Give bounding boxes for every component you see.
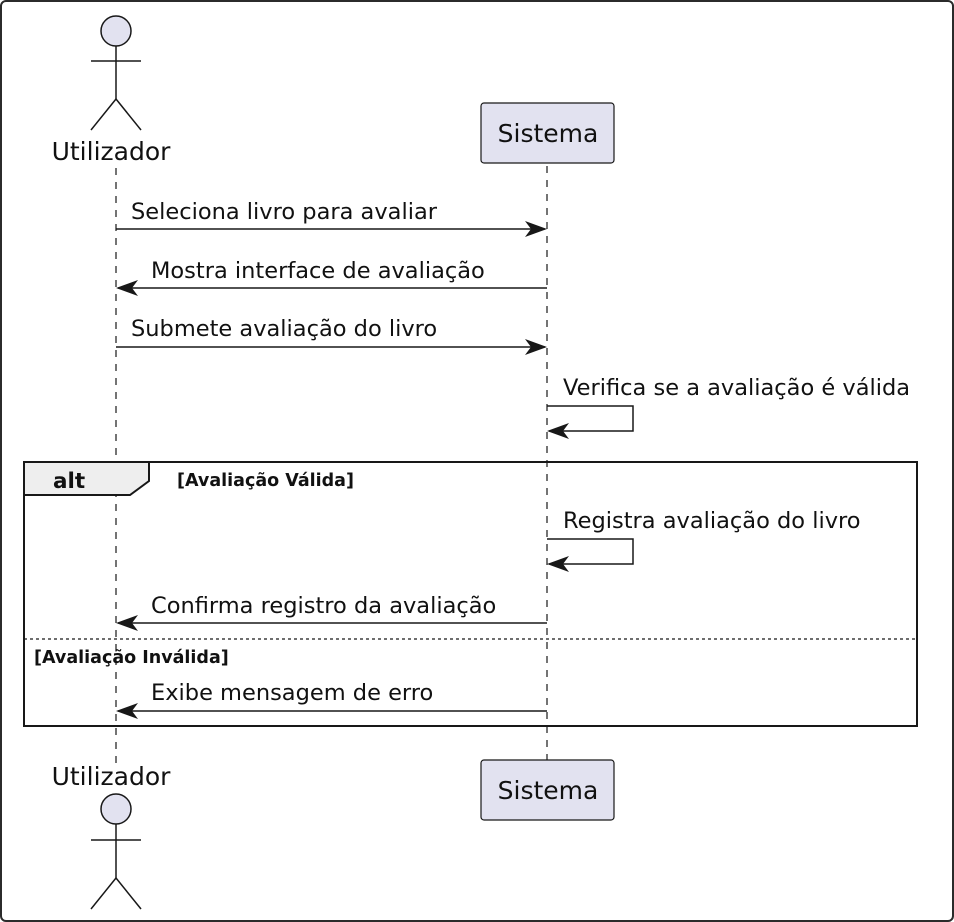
actor-label-top: Utilizador (52, 137, 172, 166)
message-6: Confirma registro da avaliação (116, 593, 547, 631)
message-1: Seleciona livro para avaliar (116, 199, 547, 237)
participant-sistema-top: Sistema (480, 102, 615, 164)
actor-label-bottom: Utilizador (52, 762, 172, 791)
message-label: Submete avaliação do livro (131, 316, 437, 342)
fragment-guard-invalid: [Avaliação Inválida] (34, 648, 229, 668)
message-label: Registra avaliação do livro (563, 508, 861, 534)
message-4-self: Verifica se a avaliação é válida (547, 375, 910, 439)
message-label: Seleciona livro para avaliar (131, 199, 438, 225)
fragment-keyword: alt (53, 469, 85, 494)
message-label: Verifica se a avaliação é válida (563, 375, 910, 401)
message-2: Mostra interface de avaliação (116, 258, 547, 296)
message-7: Exibe mensagem de erro (116, 680, 547, 719)
actor-utilizador-top: Utilizador (52, 15, 172, 166)
message-label: Mostra interface de avaliação (151, 258, 485, 284)
participant-label-bottom: Sistema (498, 776, 599, 805)
message-3: Submete avaliação do livro (116, 316, 547, 355)
actor-head (100, 793, 132, 825)
participant-box (480, 759, 615, 821)
message-label: Confirma registro da avaliação (151, 593, 496, 619)
fragment-frame (23, 461, 918, 727)
actor-utilizador-bottom: Utilizador (52, 762, 172, 910)
fragment-guard-valid: [Avaliação Válida] (177, 471, 354, 491)
participant-box (480, 102, 615, 164)
message-label: Exibe mensagem de erro (151, 680, 433, 706)
actor-head (100, 15, 132, 47)
message-5-self: Registra avaliação do livro (547, 508, 861, 572)
alt-fragment: alt [Avaliação Válida] [Avaliação Inváli… (23, 461, 918, 727)
participant-label-top: Sistema (498, 119, 599, 148)
fragment-tab (23, 461, 150, 496)
participant-sistema-bottom: Sistema (480, 759, 615, 821)
